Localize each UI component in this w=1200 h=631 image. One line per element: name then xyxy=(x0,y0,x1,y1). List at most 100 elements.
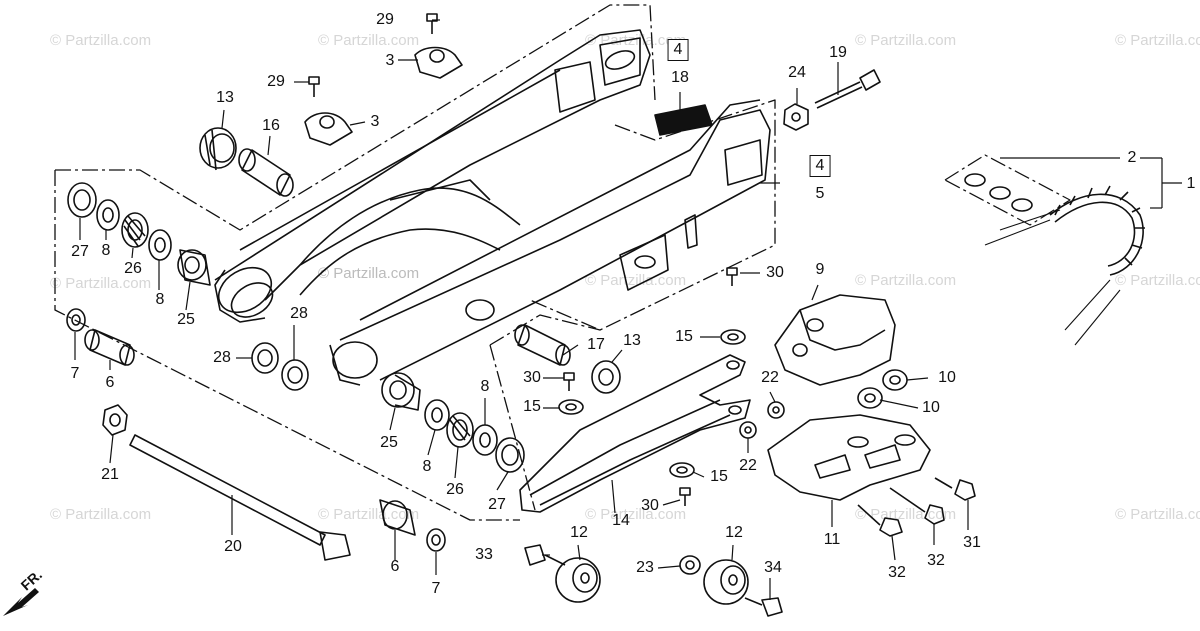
chain-guide-plate xyxy=(767,414,931,501)
callout-3: 3 xyxy=(370,113,380,130)
pivot-bolt xyxy=(129,434,351,561)
screw xyxy=(563,372,575,391)
callout-25: 25 xyxy=(177,311,195,328)
callout-22: 22 xyxy=(761,369,779,386)
callout-12: 12 xyxy=(725,524,743,541)
dust-seal xyxy=(591,360,621,394)
callout-2: 2 xyxy=(1127,149,1137,166)
watermark: © Partzilla.com xyxy=(318,265,420,282)
slider-rubber xyxy=(669,462,695,478)
callout-8: 8 xyxy=(101,242,111,259)
roller-bolt xyxy=(744,597,783,617)
callout-3: 3 xyxy=(385,52,395,69)
collar xyxy=(379,499,416,536)
callout-27: 27 xyxy=(71,243,89,260)
watermark: © Partzilla.com xyxy=(1115,272,1200,289)
watermark: © Partzilla.com xyxy=(855,272,957,289)
swingarm-left-beam xyxy=(214,29,651,301)
callout-16: 16 xyxy=(262,117,280,134)
screw xyxy=(679,487,691,506)
adjusting-bolt xyxy=(814,69,881,109)
callout-33: 33 xyxy=(475,546,493,563)
callout-8: 8 xyxy=(422,458,432,475)
screw xyxy=(308,76,320,97)
flange-nut xyxy=(767,401,785,419)
callout-24: 24 xyxy=(788,64,806,81)
callout-27: 27 xyxy=(488,496,506,513)
callout-15: 15 xyxy=(675,328,693,345)
screw xyxy=(426,13,438,34)
thrust-washer xyxy=(472,424,498,456)
watermark: © Partzilla.com xyxy=(318,32,420,49)
slider-rubber xyxy=(720,329,746,345)
washer xyxy=(66,308,86,332)
callout-28: 28 xyxy=(290,305,308,322)
callout-29: 29 xyxy=(267,73,285,90)
roller-bolt xyxy=(524,544,566,566)
master-link xyxy=(944,154,1071,226)
callout-30: 30 xyxy=(766,264,784,281)
label-plate xyxy=(654,104,713,136)
pivot-bushing xyxy=(381,372,421,411)
callout-9: 9 xyxy=(815,261,825,278)
callout-14: 14 xyxy=(612,512,630,529)
callout-17: 17 xyxy=(587,336,605,353)
callout-6: 6 xyxy=(390,558,400,575)
pivot-nut xyxy=(102,404,128,436)
callout-7: 7 xyxy=(431,580,441,597)
guide-collar xyxy=(857,387,883,409)
callout-22: 22 xyxy=(739,457,757,474)
callout-31: 31 xyxy=(963,534,981,551)
callout-4-boxed: 4 xyxy=(667,39,689,61)
collar xyxy=(84,329,135,366)
dust-seal xyxy=(251,342,279,374)
leader-lines xyxy=(74,19,1182,600)
watermark: © Partzilla.com xyxy=(1115,32,1200,49)
callout-30: 30 xyxy=(641,497,659,514)
dust-seal xyxy=(199,127,237,171)
callout-30: 30 xyxy=(523,369,541,386)
bolt xyxy=(857,504,903,537)
callout-20: 20 xyxy=(224,538,242,555)
screw xyxy=(726,267,738,286)
slider-collar xyxy=(514,324,571,366)
chain-roller xyxy=(703,559,749,605)
drive-chain xyxy=(1049,185,1145,276)
chain-guide-clamp xyxy=(304,112,353,146)
watermark: © Partzilla.com xyxy=(50,275,152,292)
callout-23: 23 xyxy=(636,559,654,576)
callout-25: 25 xyxy=(380,434,398,451)
callout-13: 13 xyxy=(216,89,234,106)
callout-19: 19 xyxy=(829,44,847,61)
swingarm-crossmember xyxy=(214,179,521,323)
watermark: © Partzilla.com xyxy=(585,272,687,289)
master-link xyxy=(964,173,1033,212)
thrust-washer xyxy=(148,229,172,261)
callout-5: 5 xyxy=(815,185,825,202)
callout-28: 28 xyxy=(213,349,231,366)
callout-13: 13 xyxy=(623,332,641,349)
watermark: © Partzilla.com xyxy=(855,32,957,49)
thrust-washer xyxy=(424,399,450,431)
callout-1: 1 xyxy=(1186,175,1196,192)
callout-18: 18 xyxy=(671,69,689,86)
callout-15: 15 xyxy=(523,398,541,415)
axle-adjuster-nut xyxy=(783,103,809,131)
chain-guide-block xyxy=(774,294,896,386)
watermark: © Partzilla.com xyxy=(855,506,957,523)
callout-15: 15 xyxy=(710,468,728,485)
watermark: © Partzilla.com xyxy=(50,506,152,523)
watermark: © Partzilla.com xyxy=(318,506,420,523)
watermark: © Partzilla.com xyxy=(585,32,687,49)
pivot-collar xyxy=(238,148,294,197)
thrust-washer xyxy=(96,199,120,231)
callout-7: 7 xyxy=(70,365,80,382)
callout-10: 10 xyxy=(922,399,940,416)
callout-26: 26 xyxy=(446,481,464,498)
needle-bearing xyxy=(446,412,474,448)
oil-seal xyxy=(495,437,525,473)
dust-seal xyxy=(281,359,309,391)
chain-guide-clamp xyxy=(414,46,463,79)
